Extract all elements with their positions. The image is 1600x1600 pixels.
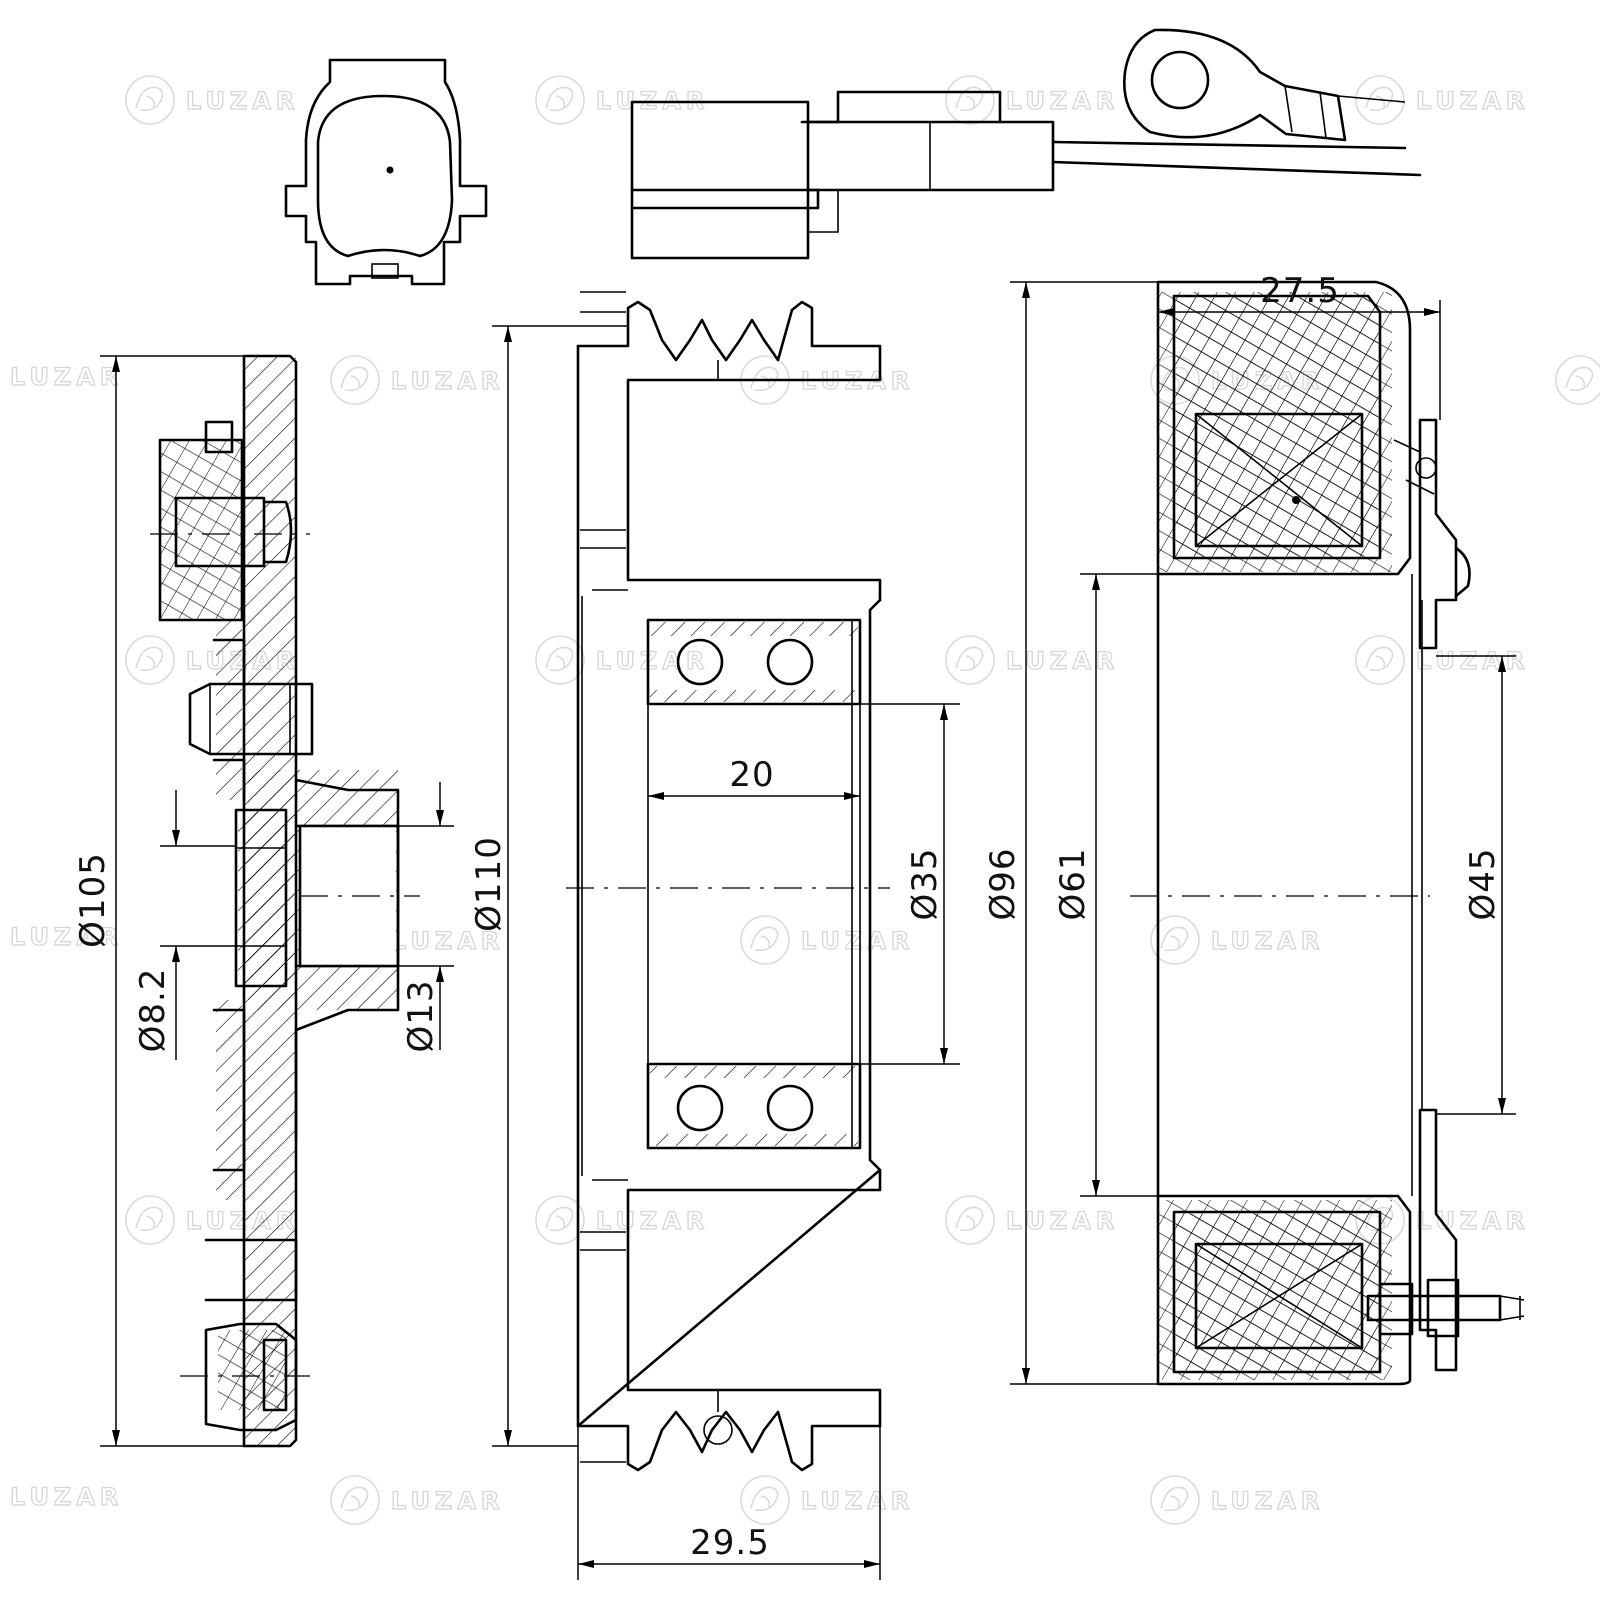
watermark: LUZAR xyxy=(945,635,1119,685)
watermark: LUZAR xyxy=(10,1483,123,1511)
dim-bearing-width: 20 xyxy=(729,755,774,795)
watermark: LUZAR xyxy=(1355,75,1529,125)
connector-front-view xyxy=(284,58,488,286)
svg-text:LUZAR: LUZAR xyxy=(596,647,709,675)
watermark: LUZAR xyxy=(740,1475,914,1525)
svg-text:LUZAR: LUZAR xyxy=(801,927,914,955)
watermark: LUZAR xyxy=(330,355,504,405)
watermark: LUZAR xyxy=(535,1195,709,1245)
svg-text:LUZAR: LUZAR xyxy=(1006,1207,1119,1235)
connector-side-view xyxy=(630,28,1422,260)
svg-text:LUZAR: LUZAR xyxy=(1211,927,1324,955)
svg-text:LUZAR: LUZAR xyxy=(391,927,504,955)
watermark: LUZAR xyxy=(330,1475,504,1525)
watermark: LUZAR xyxy=(330,915,504,965)
dim-coil-inner-diameter: Ø61 xyxy=(1053,847,1093,920)
svg-text:LUZAR: LUZAR xyxy=(1416,1207,1529,1235)
watermark xyxy=(1555,355,1600,405)
svg-text:LUZAR: LUZAR xyxy=(596,1207,709,1235)
dim-bearing-bore: Ø35 xyxy=(905,847,945,920)
svg-text:LUZAR: LUZAR xyxy=(1416,647,1529,675)
pulley-section: Ø110 20 Ø35 29.5 xyxy=(469,291,960,1580)
coil-section: 27.5 Ø96 Ø61 Ø45 xyxy=(983,271,1525,1386)
watermark: LUZAR xyxy=(535,635,709,685)
watermark: LUZAR xyxy=(1355,635,1529,685)
dim-clutch-outer-diameter: Ø105 xyxy=(73,852,113,948)
svg-text:LUZAR: LUZAR xyxy=(1006,87,1119,115)
clutch-plate-section: Ø105 Ø8.2 Ø13 xyxy=(73,354,454,1448)
watermark: LUZAR xyxy=(10,923,123,951)
dim-coil-width: 27.5 xyxy=(1260,271,1340,311)
svg-text:LUZAR: LUZAR xyxy=(391,367,504,395)
svg-text:LUZAR: LUZAR xyxy=(186,87,299,115)
watermark: LUZAR xyxy=(125,75,299,125)
dim-pulley-width: 29.5 xyxy=(690,1523,770,1563)
dim-hub-diameter: Ø13 xyxy=(401,979,441,1052)
svg-text:LUZAR: LUZAR xyxy=(1211,1487,1324,1515)
watermark: LUZAR xyxy=(535,75,705,125)
dim-coil-outer-diameter: Ø96 xyxy=(983,847,1023,920)
watermark: LUZAR xyxy=(945,75,1119,125)
svg-text:LUZAR: LUZAR xyxy=(1416,87,1529,115)
dim-pulley-outer-diameter: Ø110 xyxy=(469,836,509,932)
svg-text:LUZAR: LUZAR xyxy=(801,1487,914,1515)
dim-coil-bore-diameter: Ø45 xyxy=(1463,847,1503,920)
watermark: LUZAR xyxy=(1355,1195,1529,1245)
watermark: LUZAR xyxy=(10,363,123,391)
watermark: LUZAR xyxy=(1150,1475,1324,1525)
svg-text:LUZAR: LUZAR xyxy=(391,1487,504,1515)
watermark: LUZAR xyxy=(945,1195,1119,1245)
watermark: LUZAR xyxy=(1150,915,1324,965)
dim-bolt-diameter: Ø8.2 xyxy=(133,968,173,1053)
watermark: LUZAR xyxy=(740,915,914,965)
svg-text:LUZAR: LUZAR xyxy=(1006,647,1119,675)
